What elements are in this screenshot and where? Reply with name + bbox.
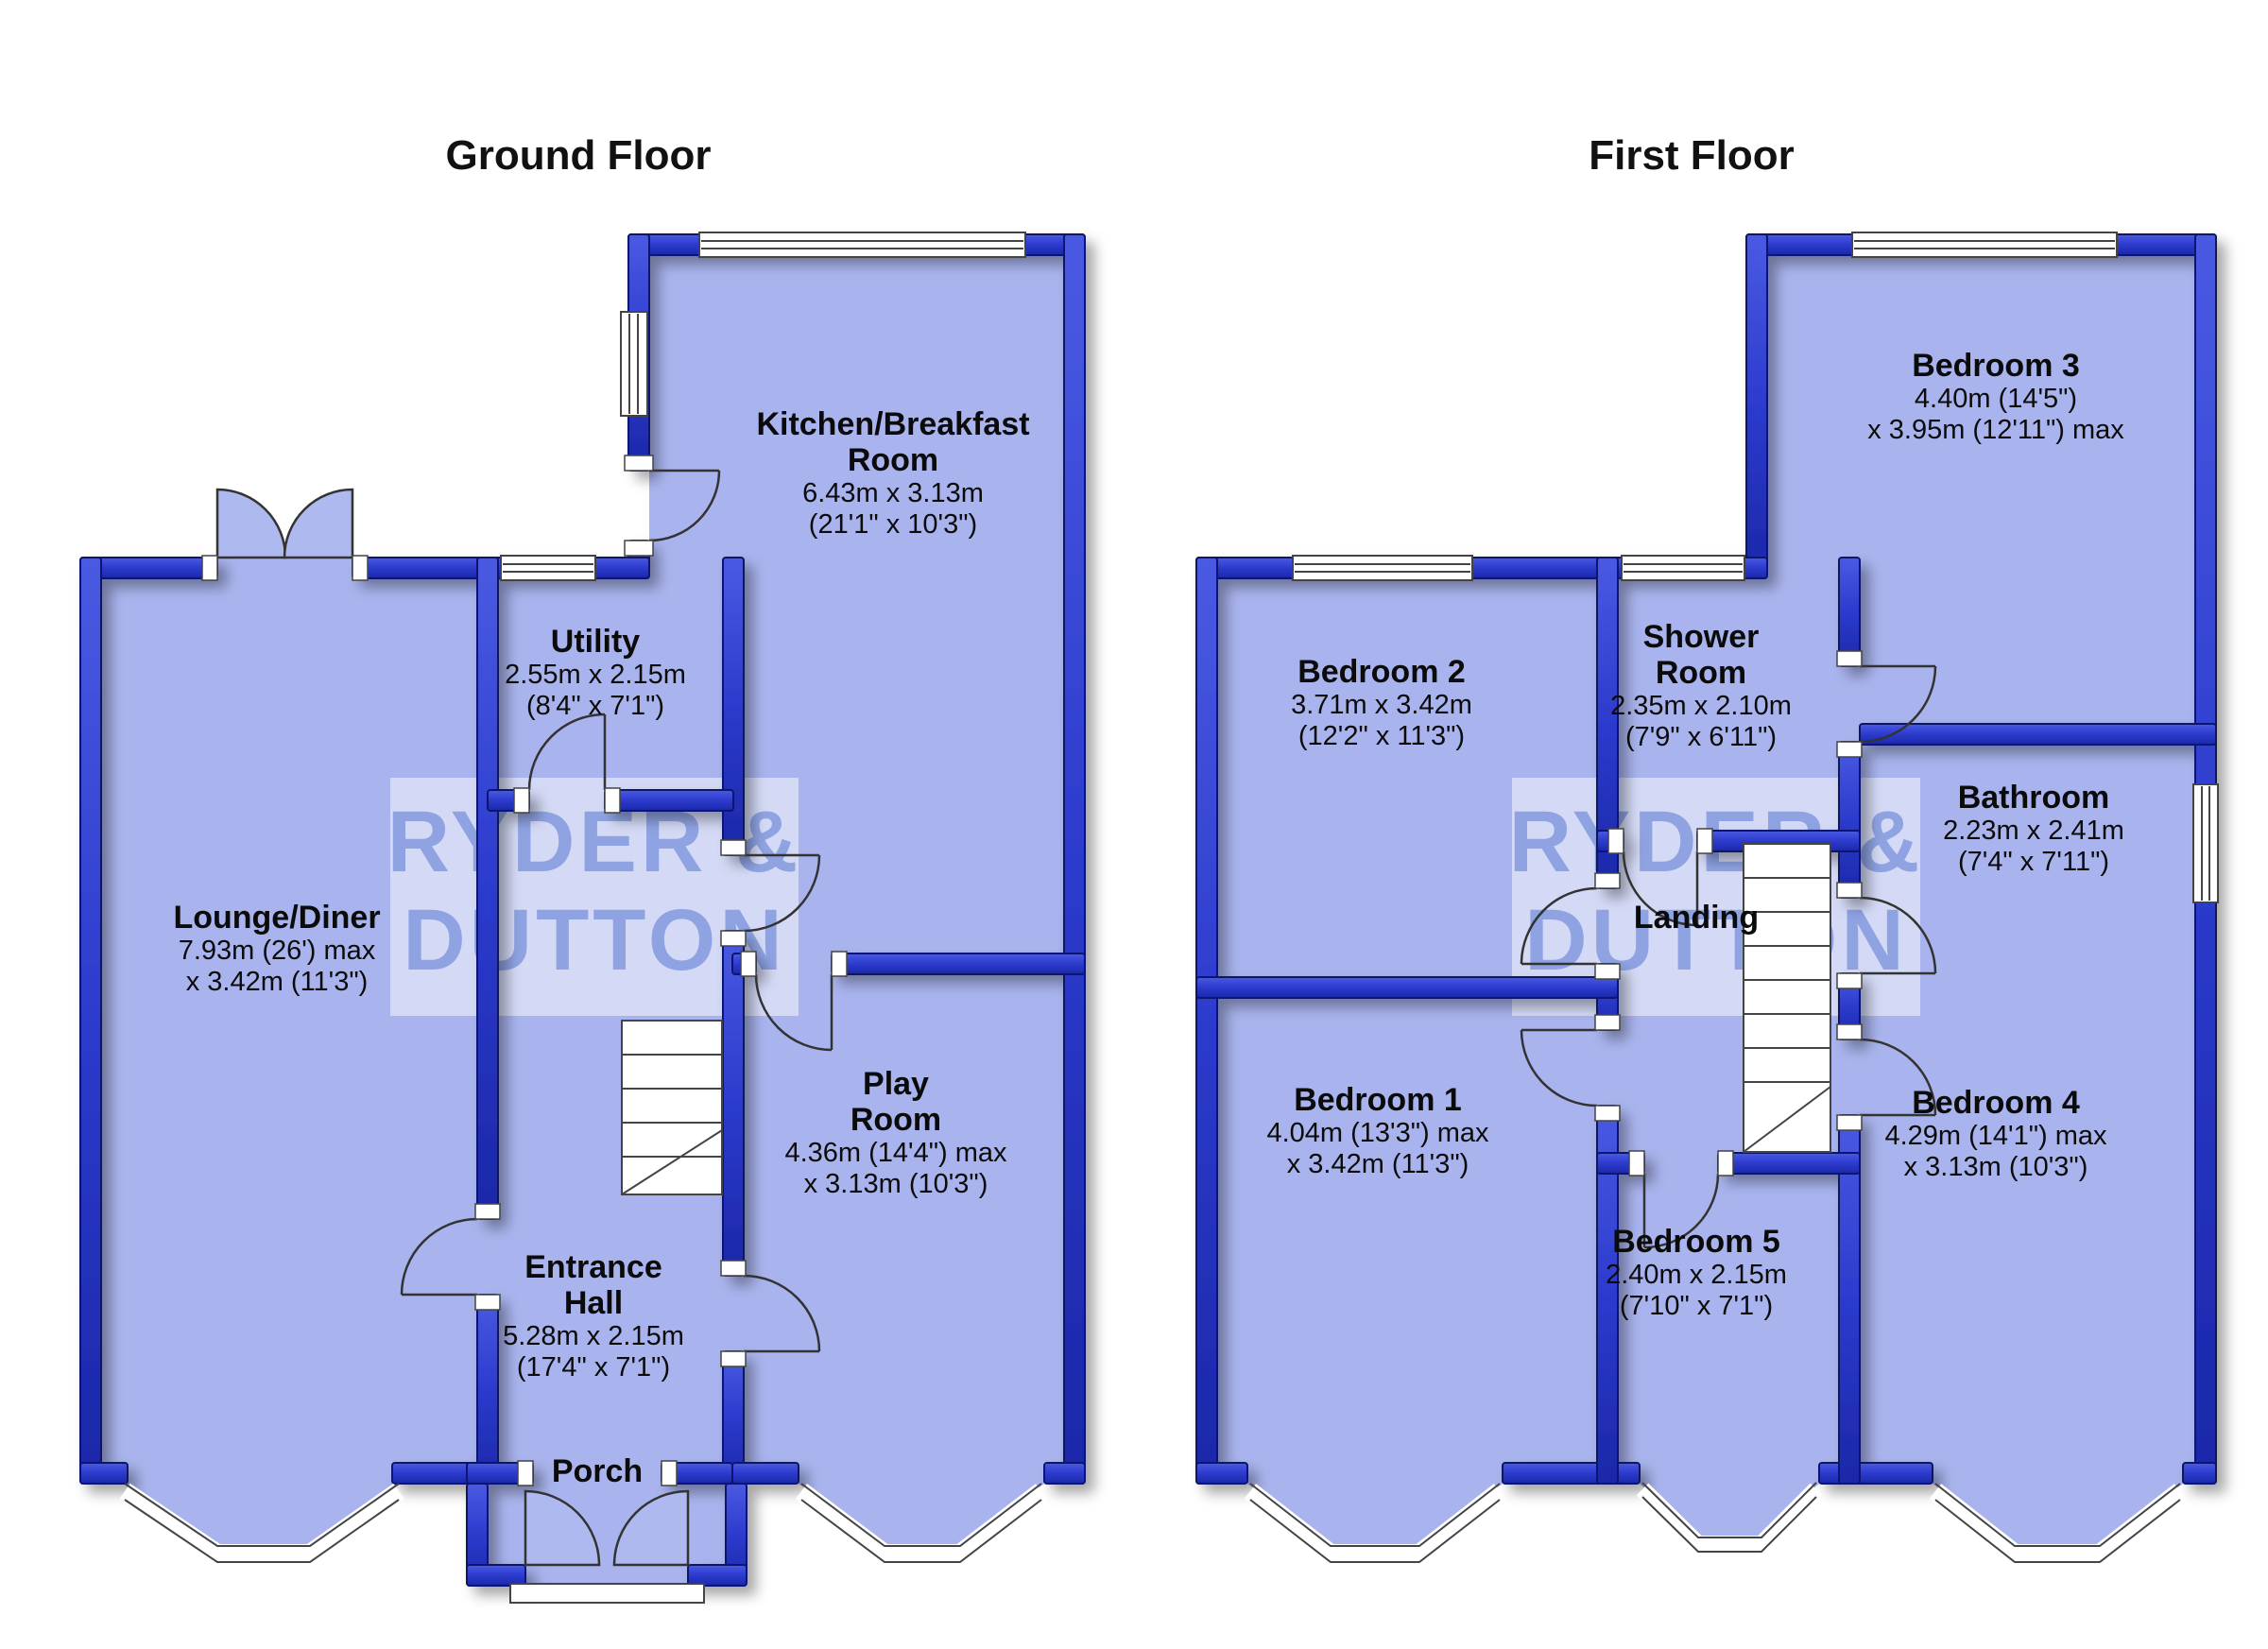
room-label-bedroom-3: Bedroom 3 4.40m (14'5") x 3.95m (12'11")… [1867,348,2124,445]
doors [215,469,1937,1567]
first-floor-walls [1195,233,2217,1485]
room-label-entrance-hall: Entrance Hall 5.28m x 2.15m (17'4" x 7'1… [503,1249,684,1383]
first-floor-title: First Floor [1589,132,1795,179]
ground-floor-title: Ground Floor [445,132,712,179]
room-label-play-room: Play Room 4.36m (14'4") max x 3.13m (10'… [784,1066,1007,1199]
room-label-bedroom-5: Bedroom 5 2.40m x 2.15m (7'10" x 7'1") [1606,1224,1787,1321]
room-label-lounge-diner: Lounge/Diner 7.93m (26') max x 3.42m (11… [173,900,381,997]
svg-text:DUTTON: DUTTON [1524,892,1908,988]
room-label-landing: Landing [1633,900,1760,936]
stairs-ground [621,1020,723,1195]
bay-windows [119,1482,2187,1563]
room-label-porch: Porch [551,1453,644,1489]
room-label-bedroom-2: Bedroom 2 3.71m x 3.42m (12'2" x 11'3") [1291,654,1472,751]
svg-text:DUTTON: DUTTON [403,892,786,988]
windows [500,232,2219,1604]
room-label-bathroom: Bathroom 2.23m x 2.41m (7'4" x 7'11") [1943,780,2124,877]
room-label-kitchen: Kitchen/Breakfast Room 6.43m x 3.13m (21… [756,406,1030,540]
room-label-bedroom-4: Bedroom 4 4.29m (14'1") max x 3.13m (10'… [1884,1085,2107,1182]
stairs-first [1743,843,1831,1153]
room-label-utility: Utility 2.55m x 2.15m (8'4" x 7'1") [505,624,686,721]
room-label-shower-room: Shower Room 2.35m x 2.10m (7'9" x 6'11") [1610,619,1792,752]
room-label-bedroom-1: Bedroom 1 4.04m (13'3") max x 3.42m (11'… [1266,1082,1489,1179]
door-jambs [201,455,1863,1486]
